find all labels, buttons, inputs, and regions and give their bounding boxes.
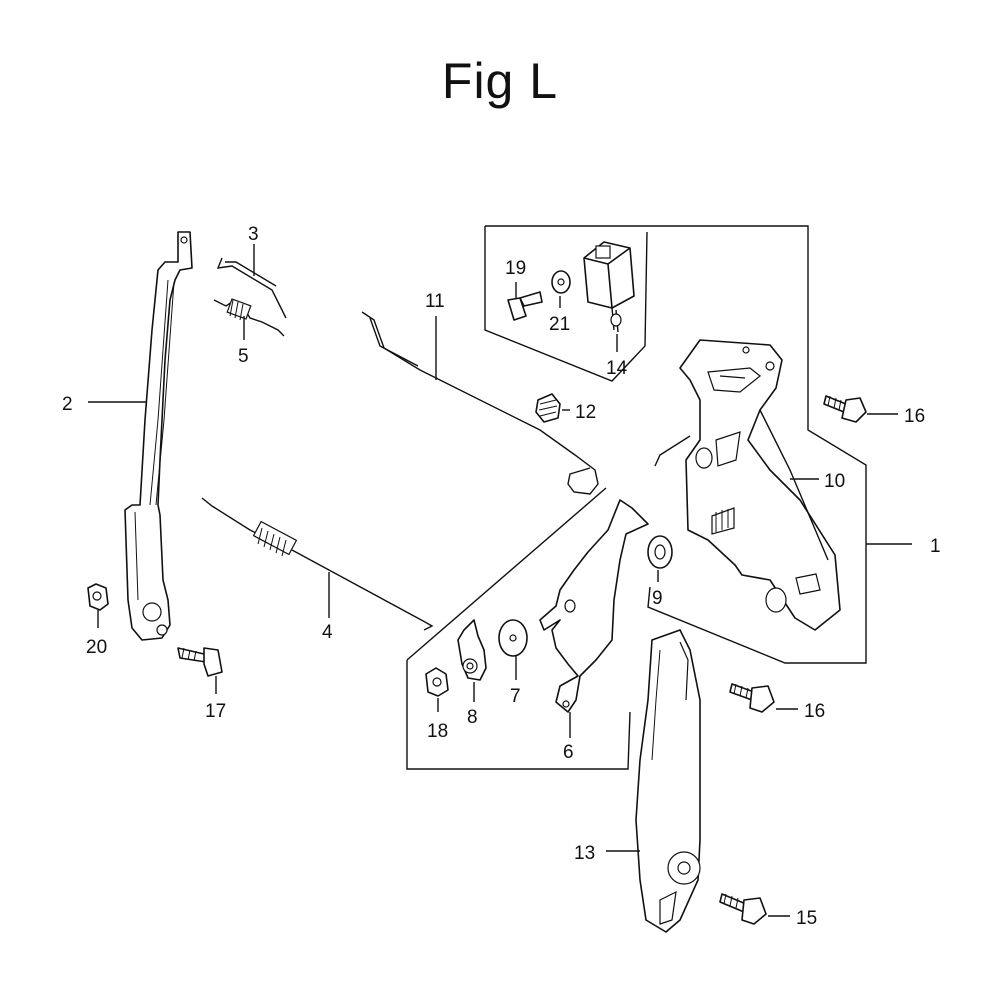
part-9-spacer bbox=[647, 535, 673, 569]
part-13-throttle-lever bbox=[635, 629, 701, 933]
callout-4: 4 bbox=[322, 622, 333, 643]
callout-3: 3 bbox=[248, 224, 259, 245]
part-15-bolt bbox=[719, 893, 767, 925]
part-10-control-base bbox=[679, 339, 841, 631]
part-5-spring bbox=[213, 298, 285, 337]
part-18-nut bbox=[425, 667, 449, 697]
assembly-outline-upper bbox=[484, 225, 867, 664]
callout-16-lower: 16 bbox=[804, 701, 825, 722]
callout-17: 17 bbox=[205, 701, 226, 722]
part-4-spring-rod bbox=[201, 497, 434, 631]
callout-8: 8 bbox=[467, 707, 478, 728]
callout-2: 2 bbox=[62, 394, 73, 415]
callout-9: 9 bbox=[652, 588, 663, 609]
callout-16-upper: 16 bbox=[904, 406, 925, 427]
part-14-stop-switch bbox=[583, 241, 635, 333]
assembly-outline-lower bbox=[406, 487, 631, 770]
part-16-bolt-upper bbox=[823, 395, 867, 423]
figure-title: Fig L bbox=[441, 53, 559, 109]
callout-12: 12 bbox=[575, 402, 596, 423]
part-21-washer bbox=[551, 270, 571, 294]
part-19-bolt bbox=[507, 291, 543, 321]
callout-14: 14 bbox=[606, 358, 628, 379]
part-20-nut bbox=[87, 583, 109, 611]
part-2-control-lever bbox=[124, 231, 193, 641]
part-7-washer bbox=[498, 619, 528, 657]
part-6-choke-arm bbox=[539, 499, 649, 713]
callout-10: 10 bbox=[824, 471, 845, 492]
callout-21: 21 bbox=[549, 314, 570, 335]
part-3-wire-link bbox=[216, 257, 287, 319]
part-16-bolt-lower bbox=[729, 683, 775, 713]
callout-6: 6 bbox=[563, 742, 574, 763]
callout-7: 7 bbox=[510, 686, 521, 707]
callout-19: 19 bbox=[505, 258, 526, 279]
callout-13: 13 bbox=[574, 843, 595, 864]
callout-5: 5 bbox=[238, 346, 249, 367]
callout-labels: 1 2 3 4 5 6 7 8 9 10 11 12 13 14 15 16 1… bbox=[62, 224, 941, 929]
callout-1: 1 bbox=[930, 536, 941, 557]
part-8-lever bbox=[457, 619, 487, 681]
leader-lines bbox=[88, 244, 912, 917]
callout-11: 11 bbox=[425, 291, 445, 312]
part-17-bolt bbox=[177, 647, 223, 677]
callout-18: 18 bbox=[427, 721, 448, 742]
part-11-choke-rod bbox=[361, 311, 599, 495]
callout-15: 15 bbox=[796, 908, 817, 929]
callout-20: 20 bbox=[86, 637, 107, 658]
part-12-collar bbox=[535, 393, 561, 423]
